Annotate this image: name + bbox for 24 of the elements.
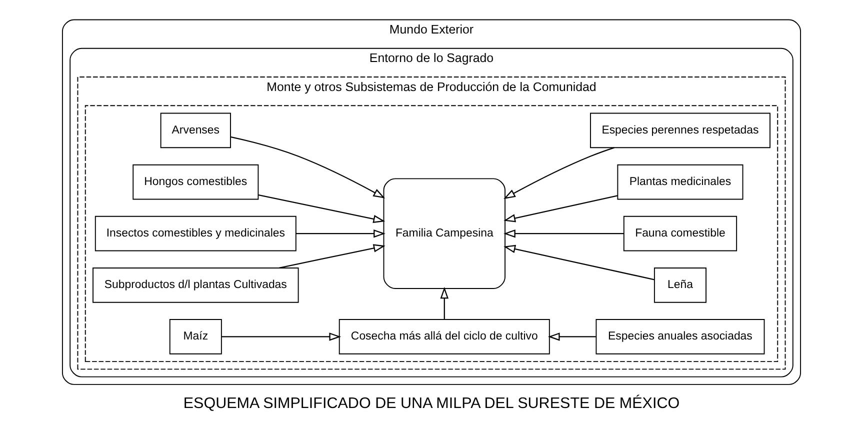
node-box: Hongos comestibles bbox=[132, 164, 258, 200]
node-box: Especies anuales asociadas bbox=[595, 319, 764, 354]
arrow bbox=[503, 244, 654, 280]
arrow bbox=[258, 194, 385, 224]
node-box: Plantas medicinales bbox=[616, 164, 743, 200]
arrow bbox=[221, 332, 341, 341]
node-box: Familia Campesina bbox=[382, 178, 505, 289]
node-box: Insectos comestibles y medicinales bbox=[94, 216, 296, 252]
node-box: Cosecha más allá del ciclo de cultivo bbox=[338, 319, 550, 354]
arrow bbox=[503, 195, 618, 222]
arrow bbox=[295, 229, 385, 238]
node-box: Subproductos d/l plantas Cultivadas bbox=[92, 268, 298, 303]
arrow bbox=[547, 332, 596, 341]
node-box: Leña bbox=[653, 268, 706, 303]
node-box: Especies perennes respetadas bbox=[590, 112, 770, 148]
arrow bbox=[503, 229, 623, 238]
arrow bbox=[440, 286, 448, 320]
node-box: Maíz bbox=[168, 319, 222, 354]
node-box: Arvenses bbox=[160, 112, 230, 148]
arrow bbox=[278, 244, 385, 268]
arrow bbox=[503, 147, 614, 199]
node-box: Fauna comestible bbox=[622, 216, 737, 252]
arrow bbox=[230, 136, 385, 198]
diagram-title: ESQUEMA SIMPLIFICADO DE UNA MILPA DEL SURESTE DE MÉXICO bbox=[182, 395, 680, 412]
